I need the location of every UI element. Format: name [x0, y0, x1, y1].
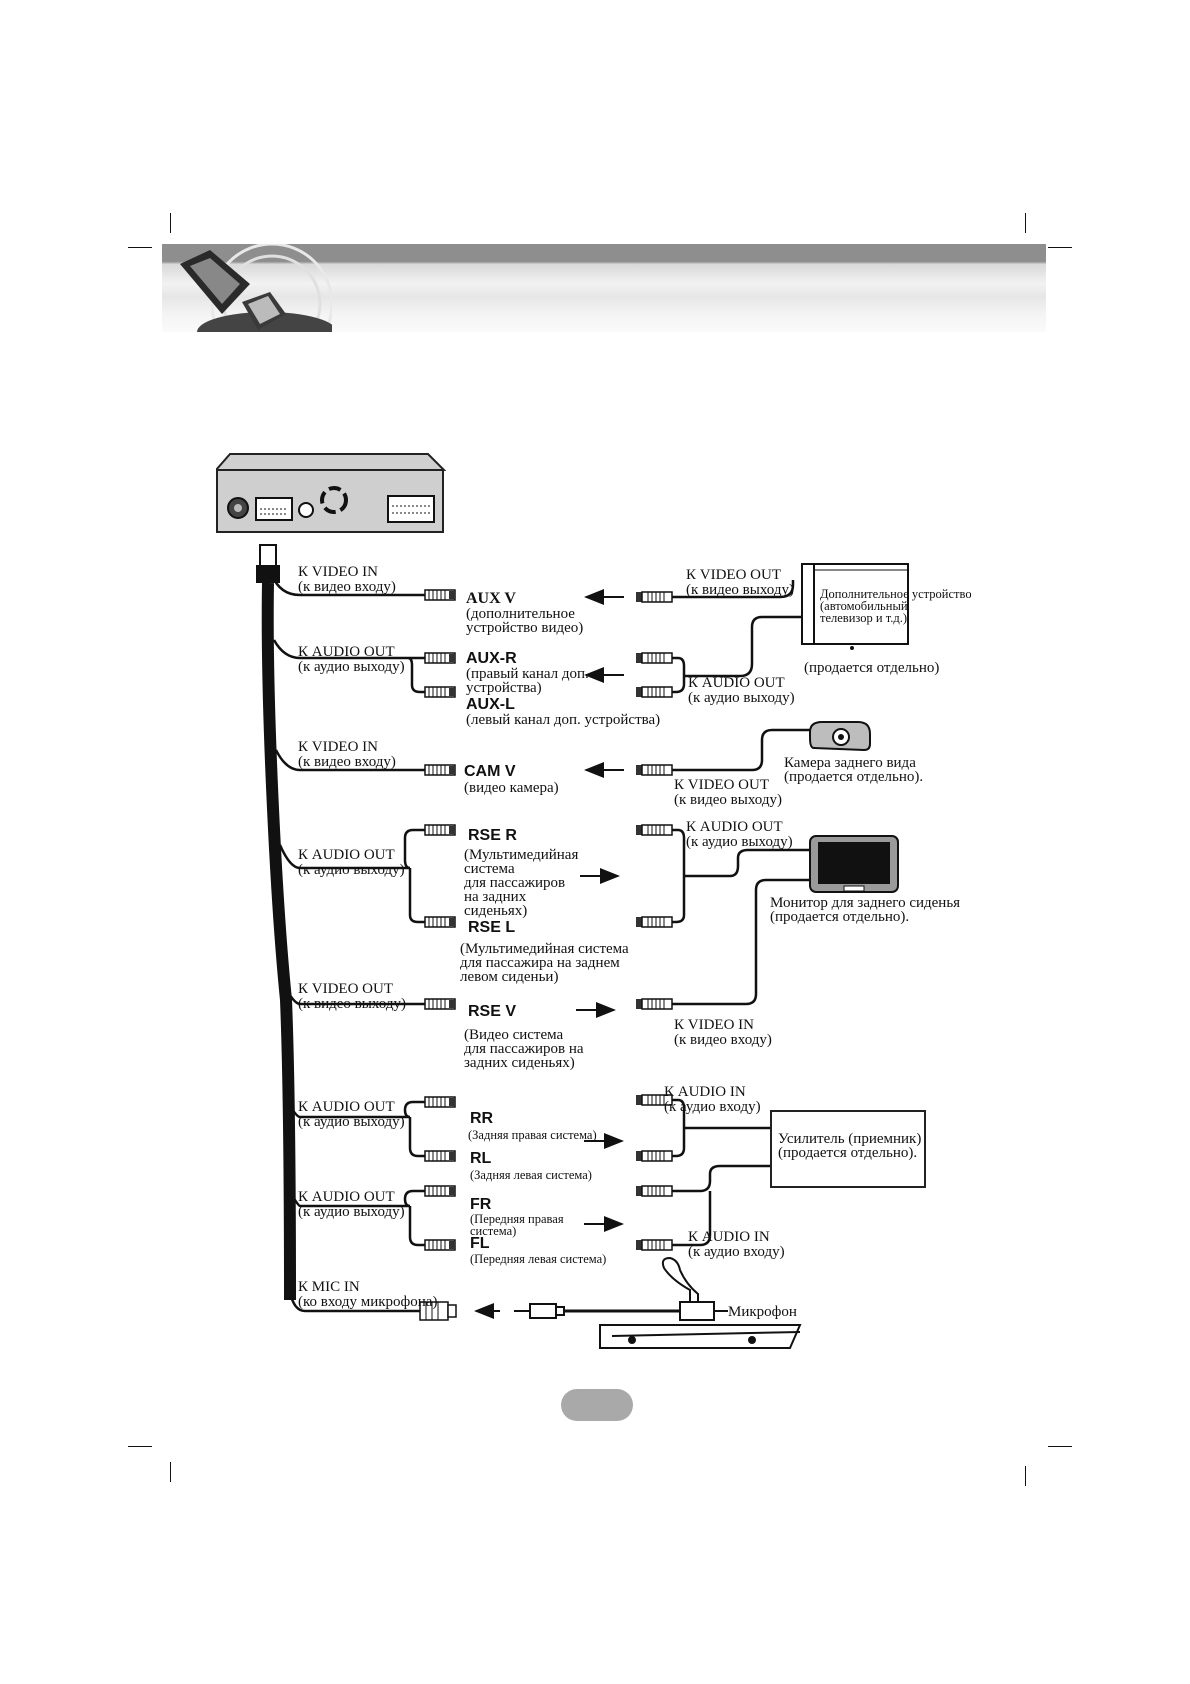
connector-fr-desc: (Передняя правая система): [470, 1212, 564, 1238]
label-audio-out-ru: (к аудио выходу): [298, 862, 405, 878]
aux-device-video-out-ru: (к видео выходу): [686, 582, 794, 598]
amp-audio-in: К AUDIO IN: [688, 1229, 770, 1245]
crop-mark: [1048, 1446, 1072, 1447]
connector-aux-v-desc: (дополнительное устройство видео): [466, 606, 584, 636]
crop-mark: [170, 213, 171, 233]
connector-rse-v-desc: (Видео система для пассажиров на задних …: [464, 1027, 584, 1071]
aux-device-tv: [801, 563, 909, 650]
connector-aux-l-desc: (левый канал доп. устройства): [466, 712, 661, 728]
label-video-in: К VIDEO IN: [298, 564, 378, 580]
label-audio-out-ru: (к аудио выходу): [298, 1204, 405, 1220]
rear-camera: [809, 721, 871, 752]
aux-device-audio-out: К AUDIO OUT: [688, 675, 785, 691]
connector-fl: FL: [470, 1235, 490, 1252]
connector-rse-l: RSE L: [468, 919, 516, 936]
connector-cam-v: CAM V: [464, 763, 516, 780]
connector-rse-r: RSE R: [468, 827, 517, 844]
monitor-video-in: К VIDEO IN: [674, 1017, 754, 1033]
monitor-label: Монитор для заднего сиденья (продается о…: [770, 895, 961, 925]
head-unit: [216, 453, 446, 533]
label-audio-out-ru: (к аудио выходу): [298, 1114, 405, 1130]
connector-aux-r-desc: (правый канал доп. устройства): [466, 666, 589, 696]
connector-rr: RR: [470, 1110, 494, 1127]
amplifier-box: [770, 1110, 926, 1188]
connector-aux-v: AUX V: [466, 590, 516, 607]
connector-cam-v-desc: (видео камера): [464, 780, 559, 796]
connector-rse-l-desc: (Мультимедийная система для пассажира на…: [460, 941, 629, 985]
monitor-audio-out-ru: (к аудио выходу): [686, 834, 793, 850]
label-mic-in: К MIC IN: [298, 1279, 360, 1295]
banner-illustration: [162, 244, 332, 332]
connector-rl: RL: [470, 1150, 492, 1167]
crop-mark: [1025, 1466, 1026, 1486]
label-audio-out-ru: (к аудио выходу): [298, 659, 405, 675]
label-video-in-ru: (к видео входу): [298, 754, 396, 770]
crop-mark: [1048, 247, 1072, 248]
camera-video-out: К VIDEO OUT: [674, 777, 769, 793]
monitor-video-in-ru: (к видео входу): [674, 1032, 772, 1048]
label-video-out: К VIDEO OUT: [298, 981, 393, 997]
aux-device-label: Дополнительное устройство (автомобильный…: [820, 587, 972, 625]
camera-video-out-ru: (к видео выходу): [674, 792, 782, 808]
connector-fl-desc: (Передняя левая система): [470, 1252, 607, 1266]
connector-rse-r-desc: (Мультимедийная система для пассажиров н…: [464, 847, 579, 919]
label-video-in-ru: (к видео входу): [298, 579, 396, 595]
connector-fr: FR: [470, 1196, 492, 1213]
crop-mark: [128, 247, 152, 248]
connector-aux-r: AUX-R: [466, 650, 517, 667]
amp-audio-in: К AUDIO IN: [664, 1084, 746, 1100]
aux-device-video-out: К VIDEO OUT: [686, 567, 781, 583]
amp-audio-in-ru: (к аудио входу): [688, 1244, 785, 1260]
label-video-out-ru: (к видео выходу): [298, 996, 406, 1012]
amplifier-label: Усилитель (приемник) (продается отдельно…: [778, 1131, 922, 1161]
label-audio-out: К AUDIO OUT: [298, 847, 395, 863]
connector-rl-desc: (Задняя левая система): [470, 1168, 592, 1182]
crop-mark: [128, 1446, 152, 1447]
label-mic-in-ru: (ко входу микрофона): [298, 1294, 438, 1310]
aux-device-audio-out-ru: (к аудио выходу): [688, 690, 795, 706]
label-audio-out: К AUDIO OUT: [298, 1189, 395, 1205]
rear-monitor: [809, 835, 899, 893]
page-number-pill: [561, 1389, 633, 1421]
amp-audio-in-ru: (к аудио входу): [664, 1099, 761, 1115]
connector-rse-v: RSE V: [468, 1003, 517, 1020]
aux-device-sold-separately: (продается отдельно): [804, 660, 940, 676]
microphone-label: Микрофон: [728, 1304, 797, 1320]
label-video-in: К VIDEO IN: [298, 739, 378, 755]
connector-rr-desc: (Задняя правая система): [468, 1128, 597, 1142]
connector-aux-l: AUX-L: [466, 696, 515, 713]
crop-mark: [1025, 213, 1026, 233]
monitor-audio-out: К AUDIO OUT: [686, 819, 783, 835]
camera-label: Камера заднего вида (продается отдельно)…: [784, 755, 924, 785]
label-audio-out: К AUDIO OUT: [298, 644, 395, 660]
label-audio-out: К AUDIO OUT: [298, 1099, 395, 1115]
crop-mark: [170, 1462, 171, 1482]
